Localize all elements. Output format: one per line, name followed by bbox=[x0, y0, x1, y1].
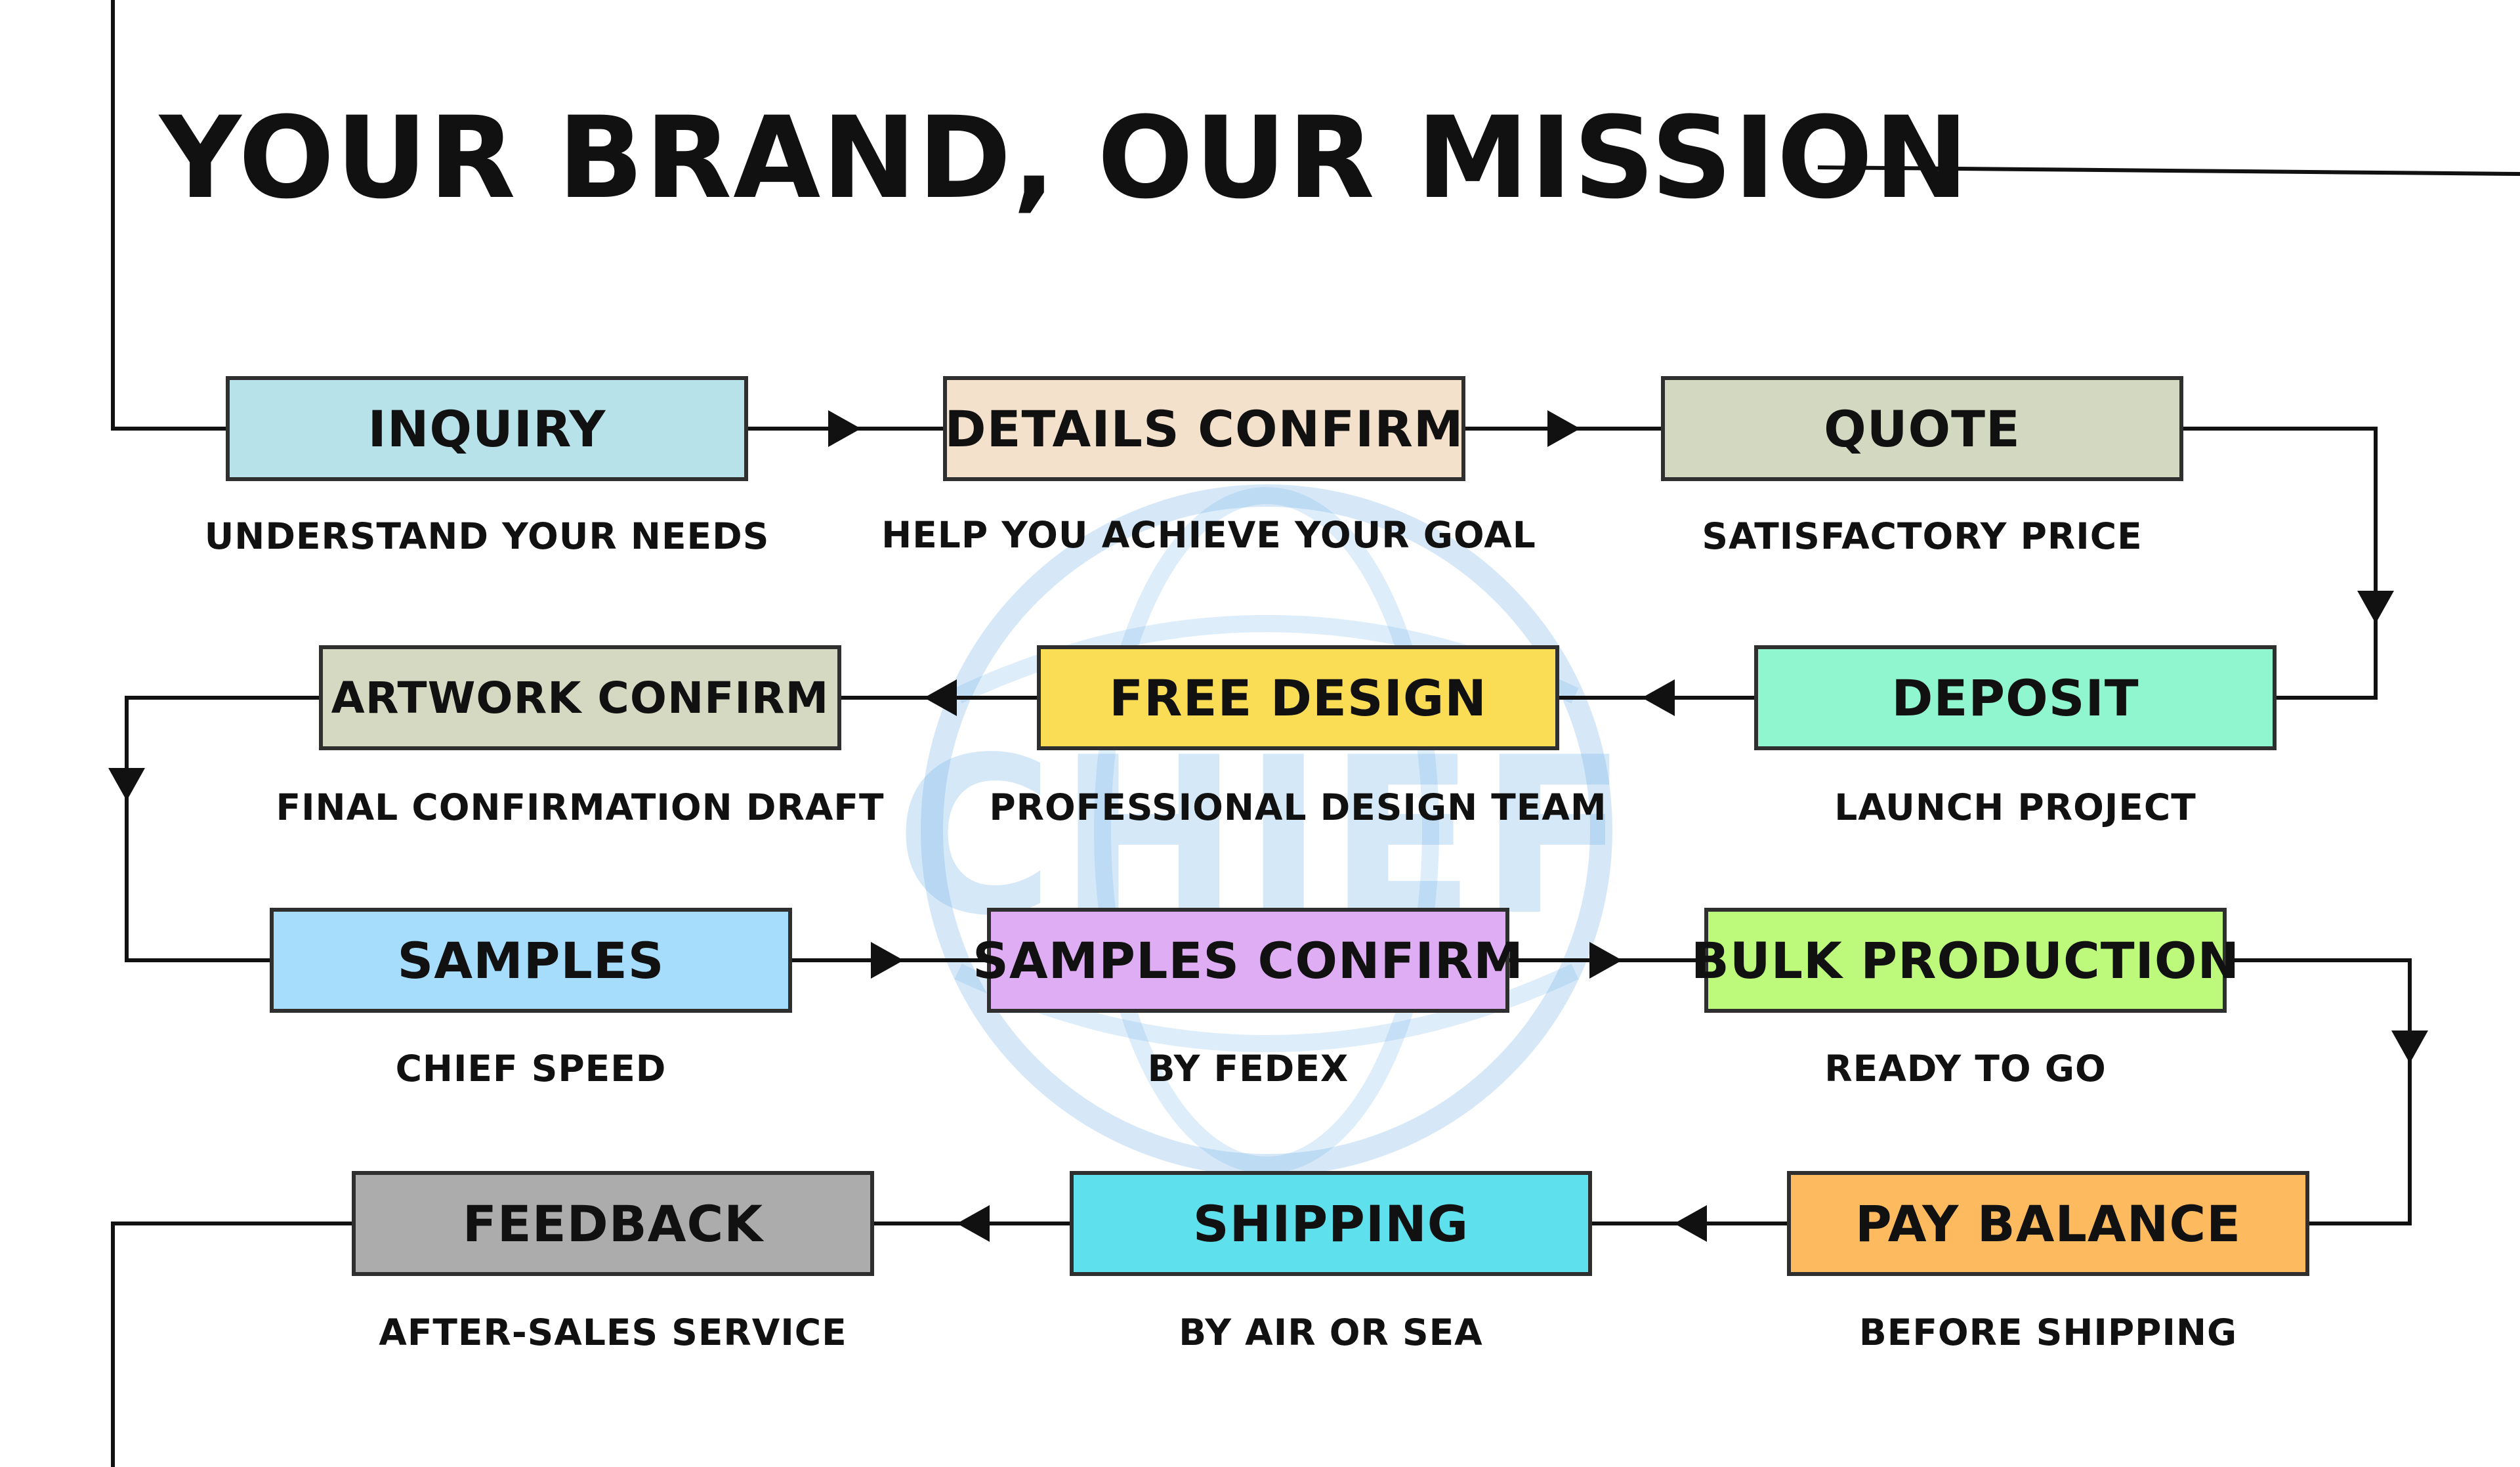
step-caption-pay-balance: BEFORE SHIPPING bbox=[1858, 1311, 2238, 1353]
step-caption-artwork-confirm: FINAL CONFIRMATION DRAFT bbox=[276, 786, 885, 828]
line-bulk-to-balance bbox=[2227, 958, 2412, 1225]
step-label-inquiry: INQUIRY bbox=[368, 399, 606, 458]
step-label-pay-balance: PAY BALANCE bbox=[1855, 1194, 2242, 1253]
step-label-shipping: SHIPPING bbox=[1192, 1194, 1469, 1253]
step-quote: QUOTE bbox=[1661, 376, 2183, 481]
step-label-feedback: FEEDBACK bbox=[462, 1194, 764, 1253]
step-label-free-design: FREE DESIGN bbox=[1109, 668, 1487, 727]
arrow-down-to-balance-icon bbox=[2391, 1031, 2428, 1063]
line-artwork-to-samples bbox=[125, 696, 319, 962]
page-title: YOUR BRAND, OUR MISSION bbox=[159, 92, 1970, 224]
step-details-confirm: DETAILS CONFIRM bbox=[943, 376, 1465, 481]
step-feedback: FEEDBACK bbox=[352, 1171, 874, 1276]
step-caption-samples-confirm: BY FEDEX bbox=[1147, 1048, 1349, 1090]
step-label-samples-confirm: SAMPLES CONFIRM bbox=[973, 931, 1524, 990]
arrow-to-design-icon bbox=[1642, 679, 1675, 716]
arrow-to-samples-confirm-icon bbox=[871, 942, 904, 979]
arrow-to-details-icon bbox=[828, 410, 861, 447]
step-label-quote: QUOTE bbox=[1824, 399, 2021, 458]
step-deposit: DEPOSIT bbox=[1754, 645, 2277, 750]
step-caption-quote: SATISFACTORY PRICE bbox=[1702, 515, 2143, 557]
step-caption-shipping: BY AIR OR SEA bbox=[1179, 1311, 1483, 1353]
step-label-artwork-confirm: ARTWORK CONFIRM bbox=[331, 672, 830, 723]
step-shipping: SHIPPING bbox=[1070, 1171, 1592, 1276]
step-label-samples: SAMPLES bbox=[397, 931, 665, 990]
step-bulk-production: BULK PRODUCTION bbox=[1691, 908, 2239, 1013]
step-caption-samples: CHIEF SPEED bbox=[395, 1048, 667, 1090]
line-start-to-inquiry bbox=[111, 0, 226, 431]
step-inquiry: INQUIRY bbox=[226, 376, 748, 481]
step-pay-balance: PAY BALANCE bbox=[1787, 1171, 2309, 1276]
step-caption-details-confirm: HELP YOU ACHIEVE YOUR GOAL bbox=[881, 514, 1536, 556]
step-samples: SAMPLES bbox=[270, 908, 792, 1013]
arrow-down-to-samples-icon bbox=[108, 768, 145, 801]
arrow-to-feedback-icon bbox=[957, 1205, 990, 1242]
step-label-details-confirm: DETAILS CONFIRM bbox=[944, 399, 1464, 458]
step-caption-feedback: AFTER-SALES SERVICE bbox=[379, 1311, 847, 1353]
arrow-down-to-deposit-icon bbox=[2357, 591, 2394, 624]
arrow-to-artwork-icon bbox=[924, 679, 957, 716]
arrow-to-shipping-icon bbox=[1674, 1205, 1707, 1242]
line-title-rule bbox=[1817, 165, 2520, 176]
step-caption-deposit: LAUNCH PROJECT bbox=[1834, 786, 2196, 828]
step-artwork-confirm: ARTWORK CONFIRM bbox=[319, 645, 841, 750]
step-caption-inquiry: UNDERSTAND YOUR NEEDS bbox=[204, 515, 770, 557]
step-label-deposit: DEPOSIT bbox=[1891, 668, 2139, 727]
line-quote-to-deposit bbox=[2183, 427, 2378, 700]
step-free-design: FREE DESIGN bbox=[1037, 645, 1559, 750]
arrow-to-bulk-icon bbox=[1589, 942, 1622, 979]
watermark-globe-ring bbox=[921, 484, 1612, 1176]
step-samples-confirm: SAMPLES CONFIRM bbox=[973, 908, 1523, 1013]
line-feedback-to-end bbox=[111, 1222, 352, 1467]
watermark-globe-meridian bbox=[1094, 487, 1439, 1174]
step-label-bulk-production: BULK PRODUCTION bbox=[1690, 931, 2240, 990]
step-caption-bulk-production: READY TO GO bbox=[1824, 1048, 2107, 1090]
step-caption-free-design: PROFESSIONAL DESIGN TEAM bbox=[989, 786, 1607, 828]
arrow-to-quote-icon bbox=[1547, 410, 1580, 447]
